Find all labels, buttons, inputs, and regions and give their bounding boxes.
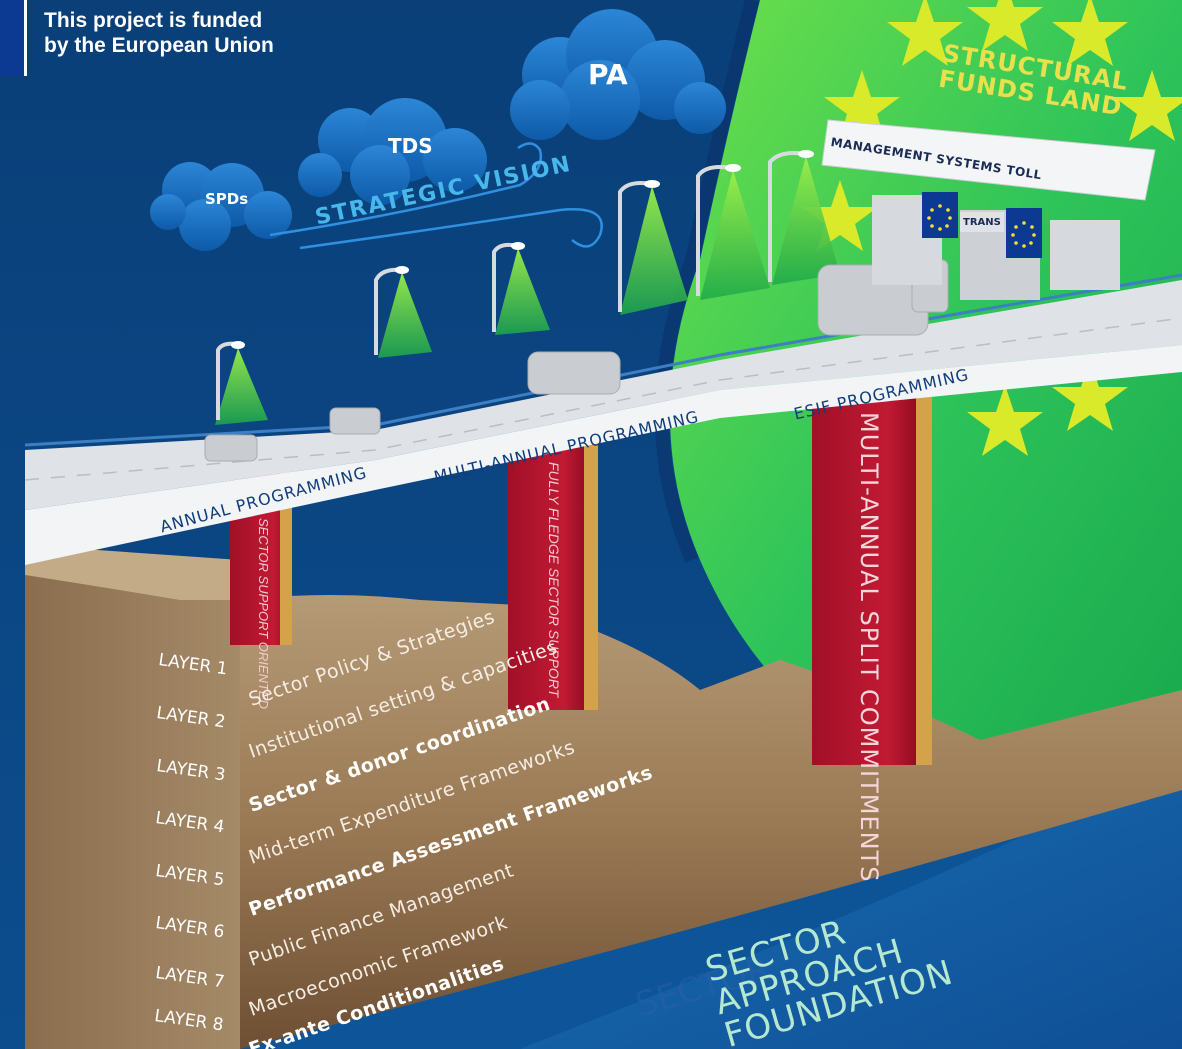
pillar-3-label: MULTI-ANNUAL SPLIT COMMITMENTS: [855, 412, 883, 883]
pillar-3-line-1: MULTI-ANNUAL: [855, 412, 883, 602]
funding-notice: This project is funded by the European U…: [44, 8, 344, 58]
funding-line-2: by the European Union: [44, 34, 274, 57]
bridge-deck: [24, 273, 1182, 565]
pillar-1-line-2: ORIENTED: [256, 641, 271, 709]
pillar-3: [812, 390, 932, 765]
cloud-label-spds: SPDs: [205, 190, 249, 208]
earth-block: [25, 545, 1182, 1049]
funding-line-1: This project is funded: [44, 9, 263, 32]
pillar-1-line-1: SECTOR SUPPORT: [256, 518, 271, 639]
toll-station: [821, 119, 1156, 300]
cloud-label-tds: TDS: [388, 134, 433, 158]
street-lamps: [215, 150, 840, 425]
pillar-2: [508, 440, 598, 710]
wind-swirls: [269, 142, 603, 250]
pillar-1-label: SECTOR SUPPORT ORIENTED: [256, 518, 271, 709]
toll-gate-label: TRANS: [963, 217, 1001, 228]
pillar-2-line-2: SECTOR SUPPORT: [546, 567, 562, 698]
cloud-label-pa: PA: [588, 58, 628, 91]
cloud-tds: [298, 98, 487, 205]
pillar-2-label: FULLY FLEDGE SECTOR SUPPORT: [546, 462, 562, 697]
pillar-3-line-2: SPLIT COMMITMENTS: [855, 610, 883, 883]
eu-stars: [802, 0, 1182, 456]
cloud-spds: [150, 162, 292, 251]
eu-flag-emblem: [0, 0, 26, 76]
cloud-pa: [510, 9, 726, 140]
pillar-2-line-1: FULLY FLEDGE: [546, 462, 562, 564]
